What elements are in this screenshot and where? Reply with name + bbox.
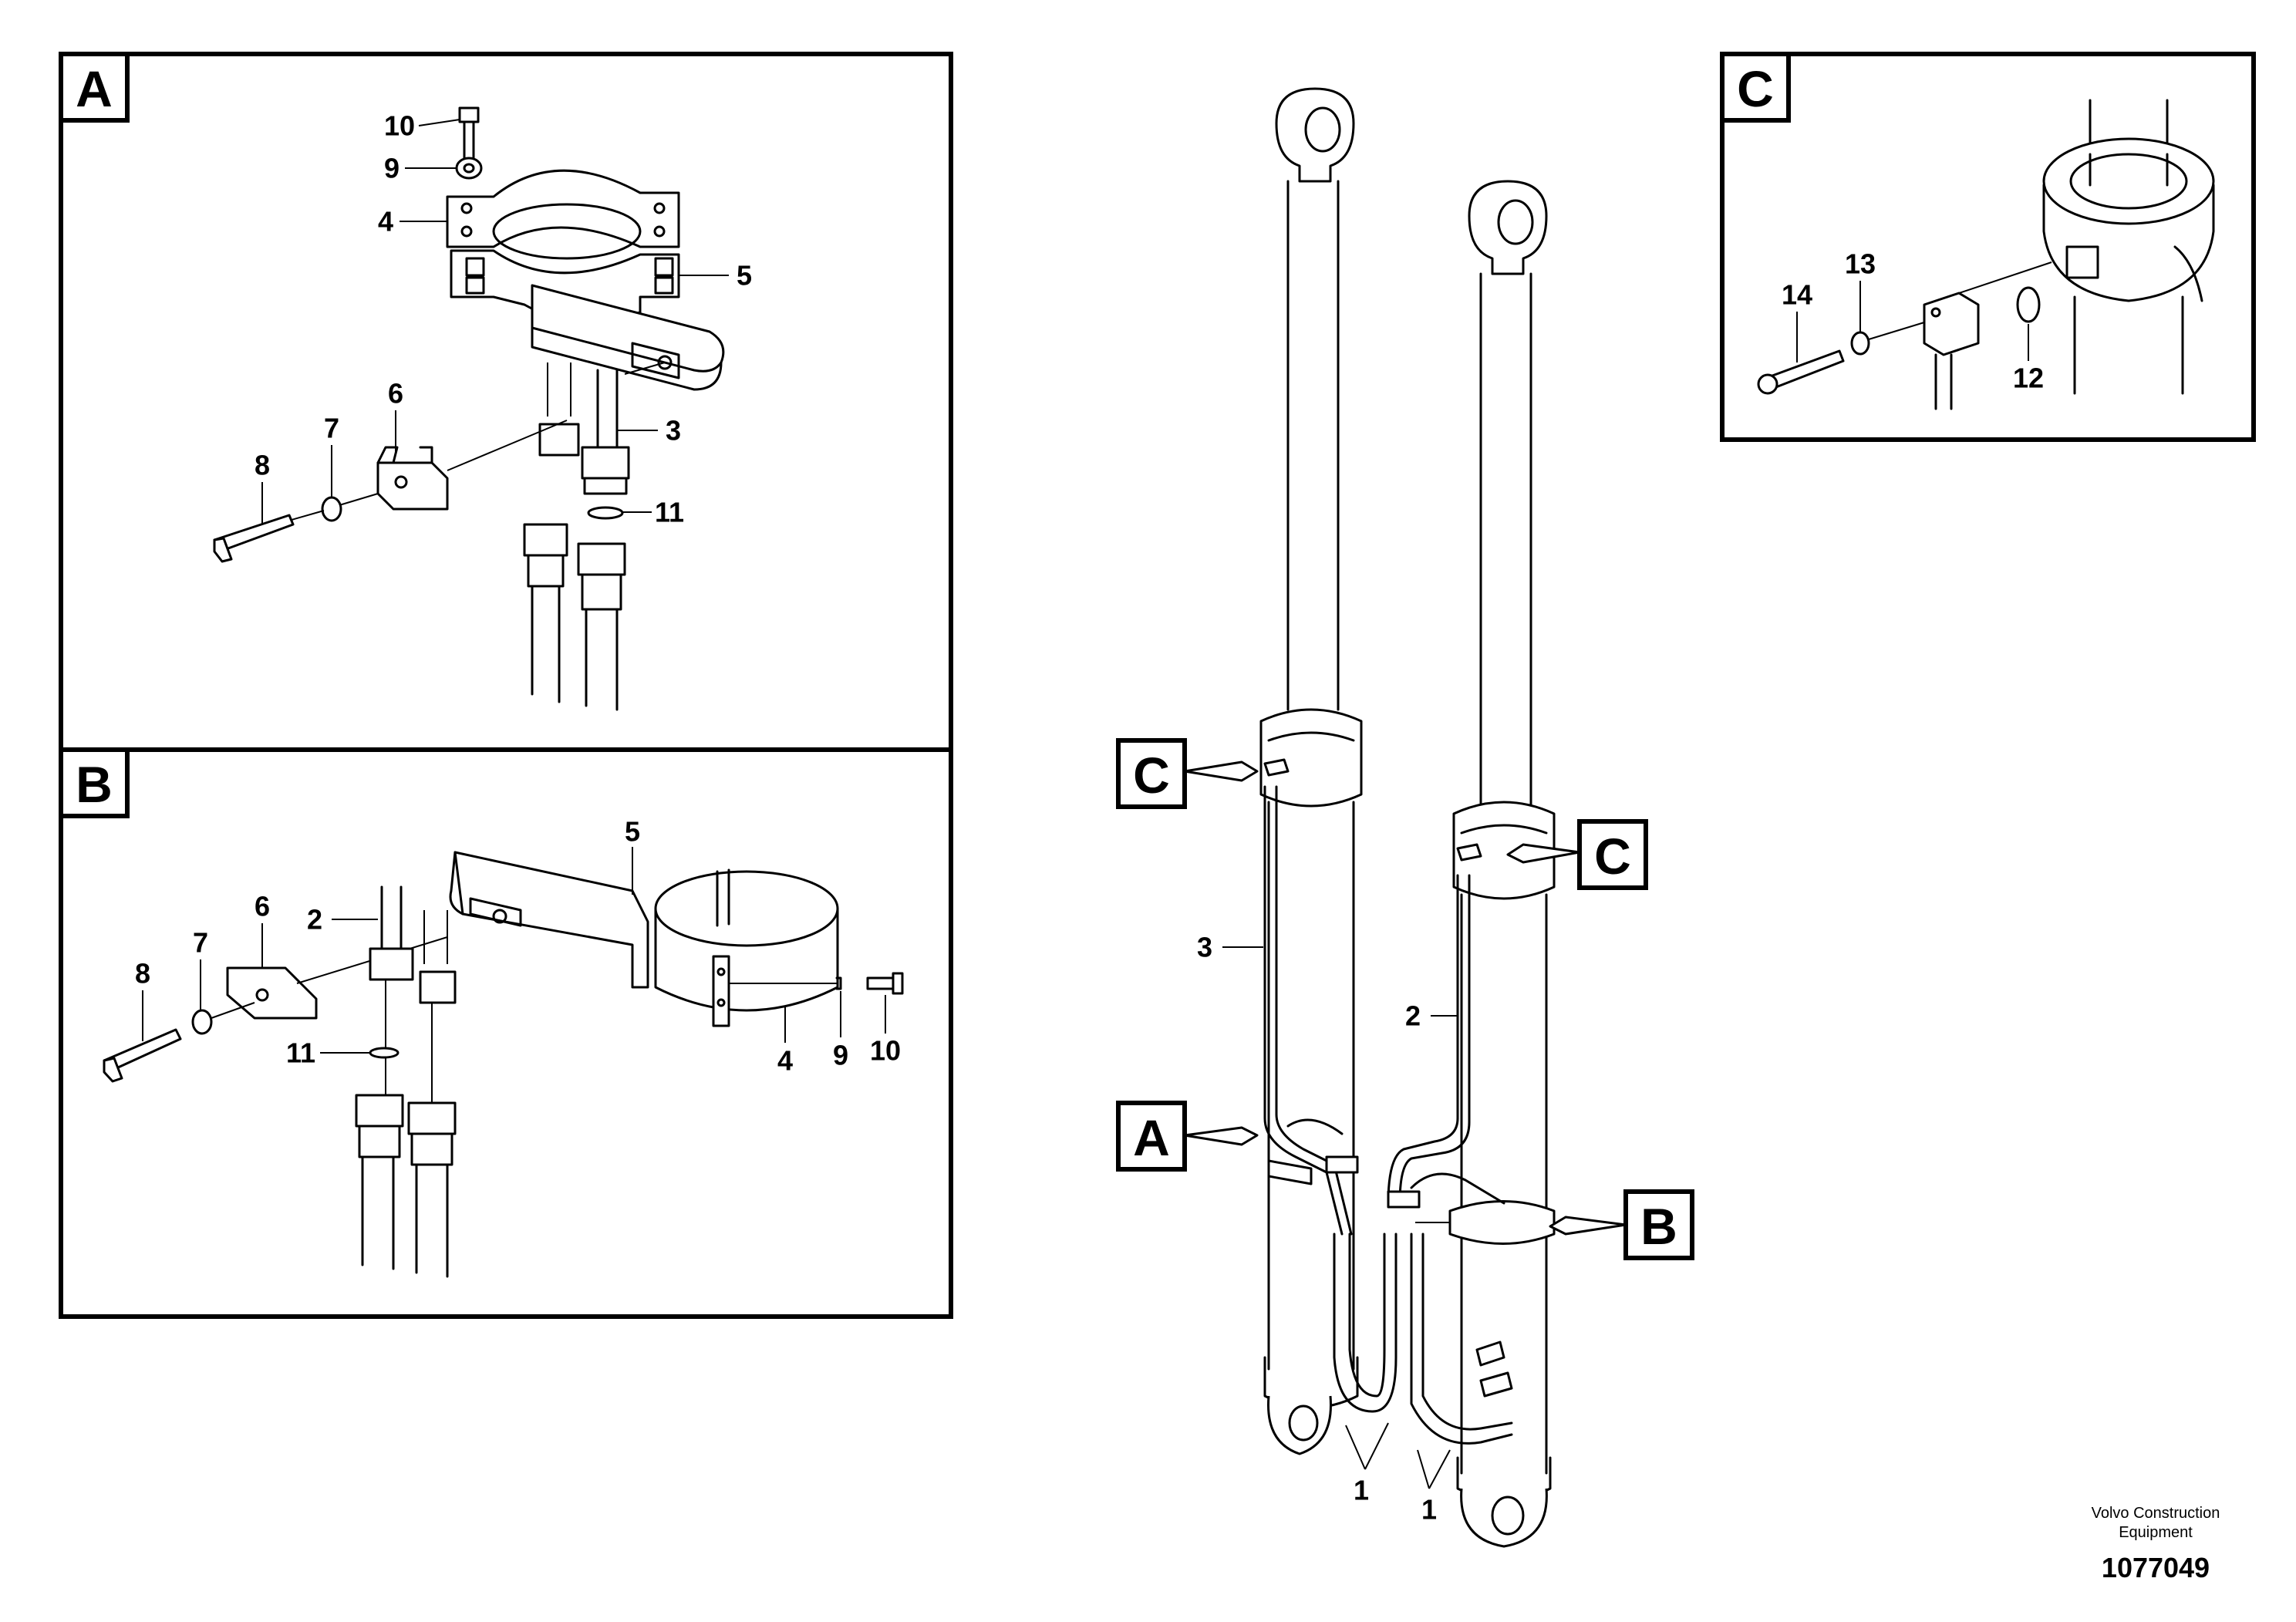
part-number: 3	[666, 415, 681, 447]
part-number: 7	[324, 413, 339, 444]
callout-tag-c-left: C	[1133, 747, 1170, 804]
part-number: 9	[384, 153, 400, 184]
hose-routing	[1263, 758, 1556, 1445]
view-c-block-and-bolt	[1757, 261, 2052, 410]
part-number: 3	[1197, 932, 1212, 963]
callout-tag-a: A	[1133, 1109, 1170, 1166]
part-number: 12	[2013, 363, 2044, 394]
callout-tag-c-right: C	[1594, 828, 1631, 885]
detail-frame-b	[59, 747, 953, 1319]
detail-frame-c	[1720, 52, 2256, 442]
part-number: 14	[1782, 279, 1812, 311]
left-cylinder	[1259, 87, 1363, 1455]
part-number: 11	[286, 1037, 315, 1069]
part-number: 8	[255, 450, 270, 481]
detail-view-b: B	[59, 747, 953, 1319]
part-number: 2	[1405, 1000, 1421, 1032]
view-tag-box-a	[59, 52, 130, 123]
document-number: 1077049	[2102, 1552, 2210, 1583]
part-number: 2	[307, 904, 322, 936]
part-number: 5	[625, 816, 640, 848]
view-tag-b: B	[76, 756, 113, 813]
part-number: 10	[384, 110, 415, 142]
view-b-clamp-arm	[449, 851, 904, 1027]
view-b-clip-and-bolt	[103, 936, 448, 1083]
callout-box-c-left	[1116, 738, 1187, 809]
view-tag-box-c	[1720, 52, 1791, 123]
part-number: 6	[388, 378, 403, 410]
part-number: 10	[870, 1035, 901, 1067]
credit-line-2: Equipment	[2119, 1524, 2193, 1541]
credit-line-1: Volvo Construction	[2092, 1505, 2220, 1522]
part-number: 1	[1354, 1475, 1369, 1506]
view-b-hoses	[355, 885, 457, 1278]
part-number: 6	[255, 891, 270, 922]
part-number: 7	[193, 927, 208, 959]
view-c-cylinder-head	[2042, 99, 2215, 395]
callout-tag-b: B	[1640, 1198, 1677, 1255]
view-a-clamp-lower-arm	[450, 249, 725, 391]
view-tag-c: C	[1737, 60, 1774, 117]
part-number: 11	[655, 497, 684, 528]
part-number: 8	[135, 958, 150, 990]
part-number: 13	[1845, 248, 1876, 280]
view-a-clip-and-bolt	[213, 362, 666, 563]
main-assembly: C C A B 3 2 1 1	[1116, 87, 1694, 1548]
view-tag-a: A	[76, 60, 113, 117]
view-a-clamp-upper	[446, 169, 680, 260]
detail-view-c: C 14 13 12	[1720, 52, 2256, 442]
view-a-hoses	[523, 363, 630, 711]
callout-box-c-right	[1577, 819, 1648, 890]
part-number: 5	[737, 260, 752, 292]
detail-frame-a	[59, 52, 953, 752]
view-tag-box-b	[59, 747, 130, 818]
part-number: 4	[777, 1045, 793, 1077]
right-cylinder	[1452, 180, 1556, 1548]
detail-view-a: A	[59, 52, 953, 752]
part-number: 9	[833, 1040, 848, 1071]
part-number: 4	[378, 206, 393, 238]
part-number: 1	[1421, 1494, 1437, 1526]
view-a-bolt-top	[455, 106, 483, 180]
